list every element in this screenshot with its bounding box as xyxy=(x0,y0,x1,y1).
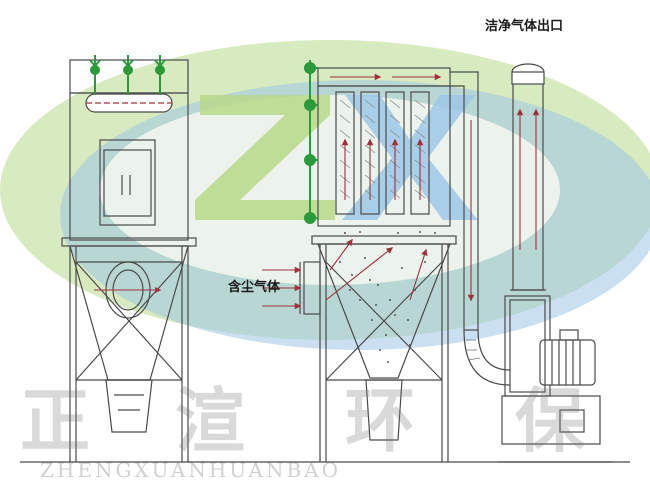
fan-inlet-elbow xyxy=(463,329,511,386)
exhaust-fan-unit xyxy=(463,63,612,463)
stack-airflow xyxy=(516,108,540,250)
logo-z-letter xyxy=(195,95,335,220)
watermark-pinyin: ZHENGXUANHUANBAO xyxy=(40,458,341,482)
center-discharge xyxy=(365,379,403,441)
dust-particles xyxy=(339,231,436,363)
fan-base xyxy=(501,395,601,445)
center-pulse-valves xyxy=(304,60,318,224)
left-discharge-valve xyxy=(105,379,153,433)
logo-x-letter xyxy=(342,95,478,220)
left-pulse-valves xyxy=(89,55,166,95)
dusty-gas-inlet-label: 含尘气体 xyxy=(228,280,281,295)
center-outlet-duct xyxy=(450,71,479,330)
watermark-char: 正 xyxy=(20,379,90,462)
center-dust-collector xyxy=(299,67,479,462)
watermark-char: 保 xyxy=(515,379,585,462)
center-airflow xyxy=(262,73,475,310)
watermark-char: 环 xyxy=(345,379,415,462)
left-access-door xyxy=(99,139,156,226)
center-hopper xyxy=(317,243,451,379)
filter-bag xyxy=(335,91,355,215)
center-filter-chamber xyxy=(317,85,451,227)
left-dust-collector xyxy=(61,59,197,462)
logo-watermark xyxy=(0,40,650,350)
filter-bag xyxy=(360,91,380,215)
filter-bag xyxy=(410,91,430,215)
clean-gas-outlet-label: 洁净气体出口 xyxy=(485,19,564,34)
watermark-char: 渲 xyxy=(175,379,245,462)
filter-bag xyxy=(385,91,405,215)
